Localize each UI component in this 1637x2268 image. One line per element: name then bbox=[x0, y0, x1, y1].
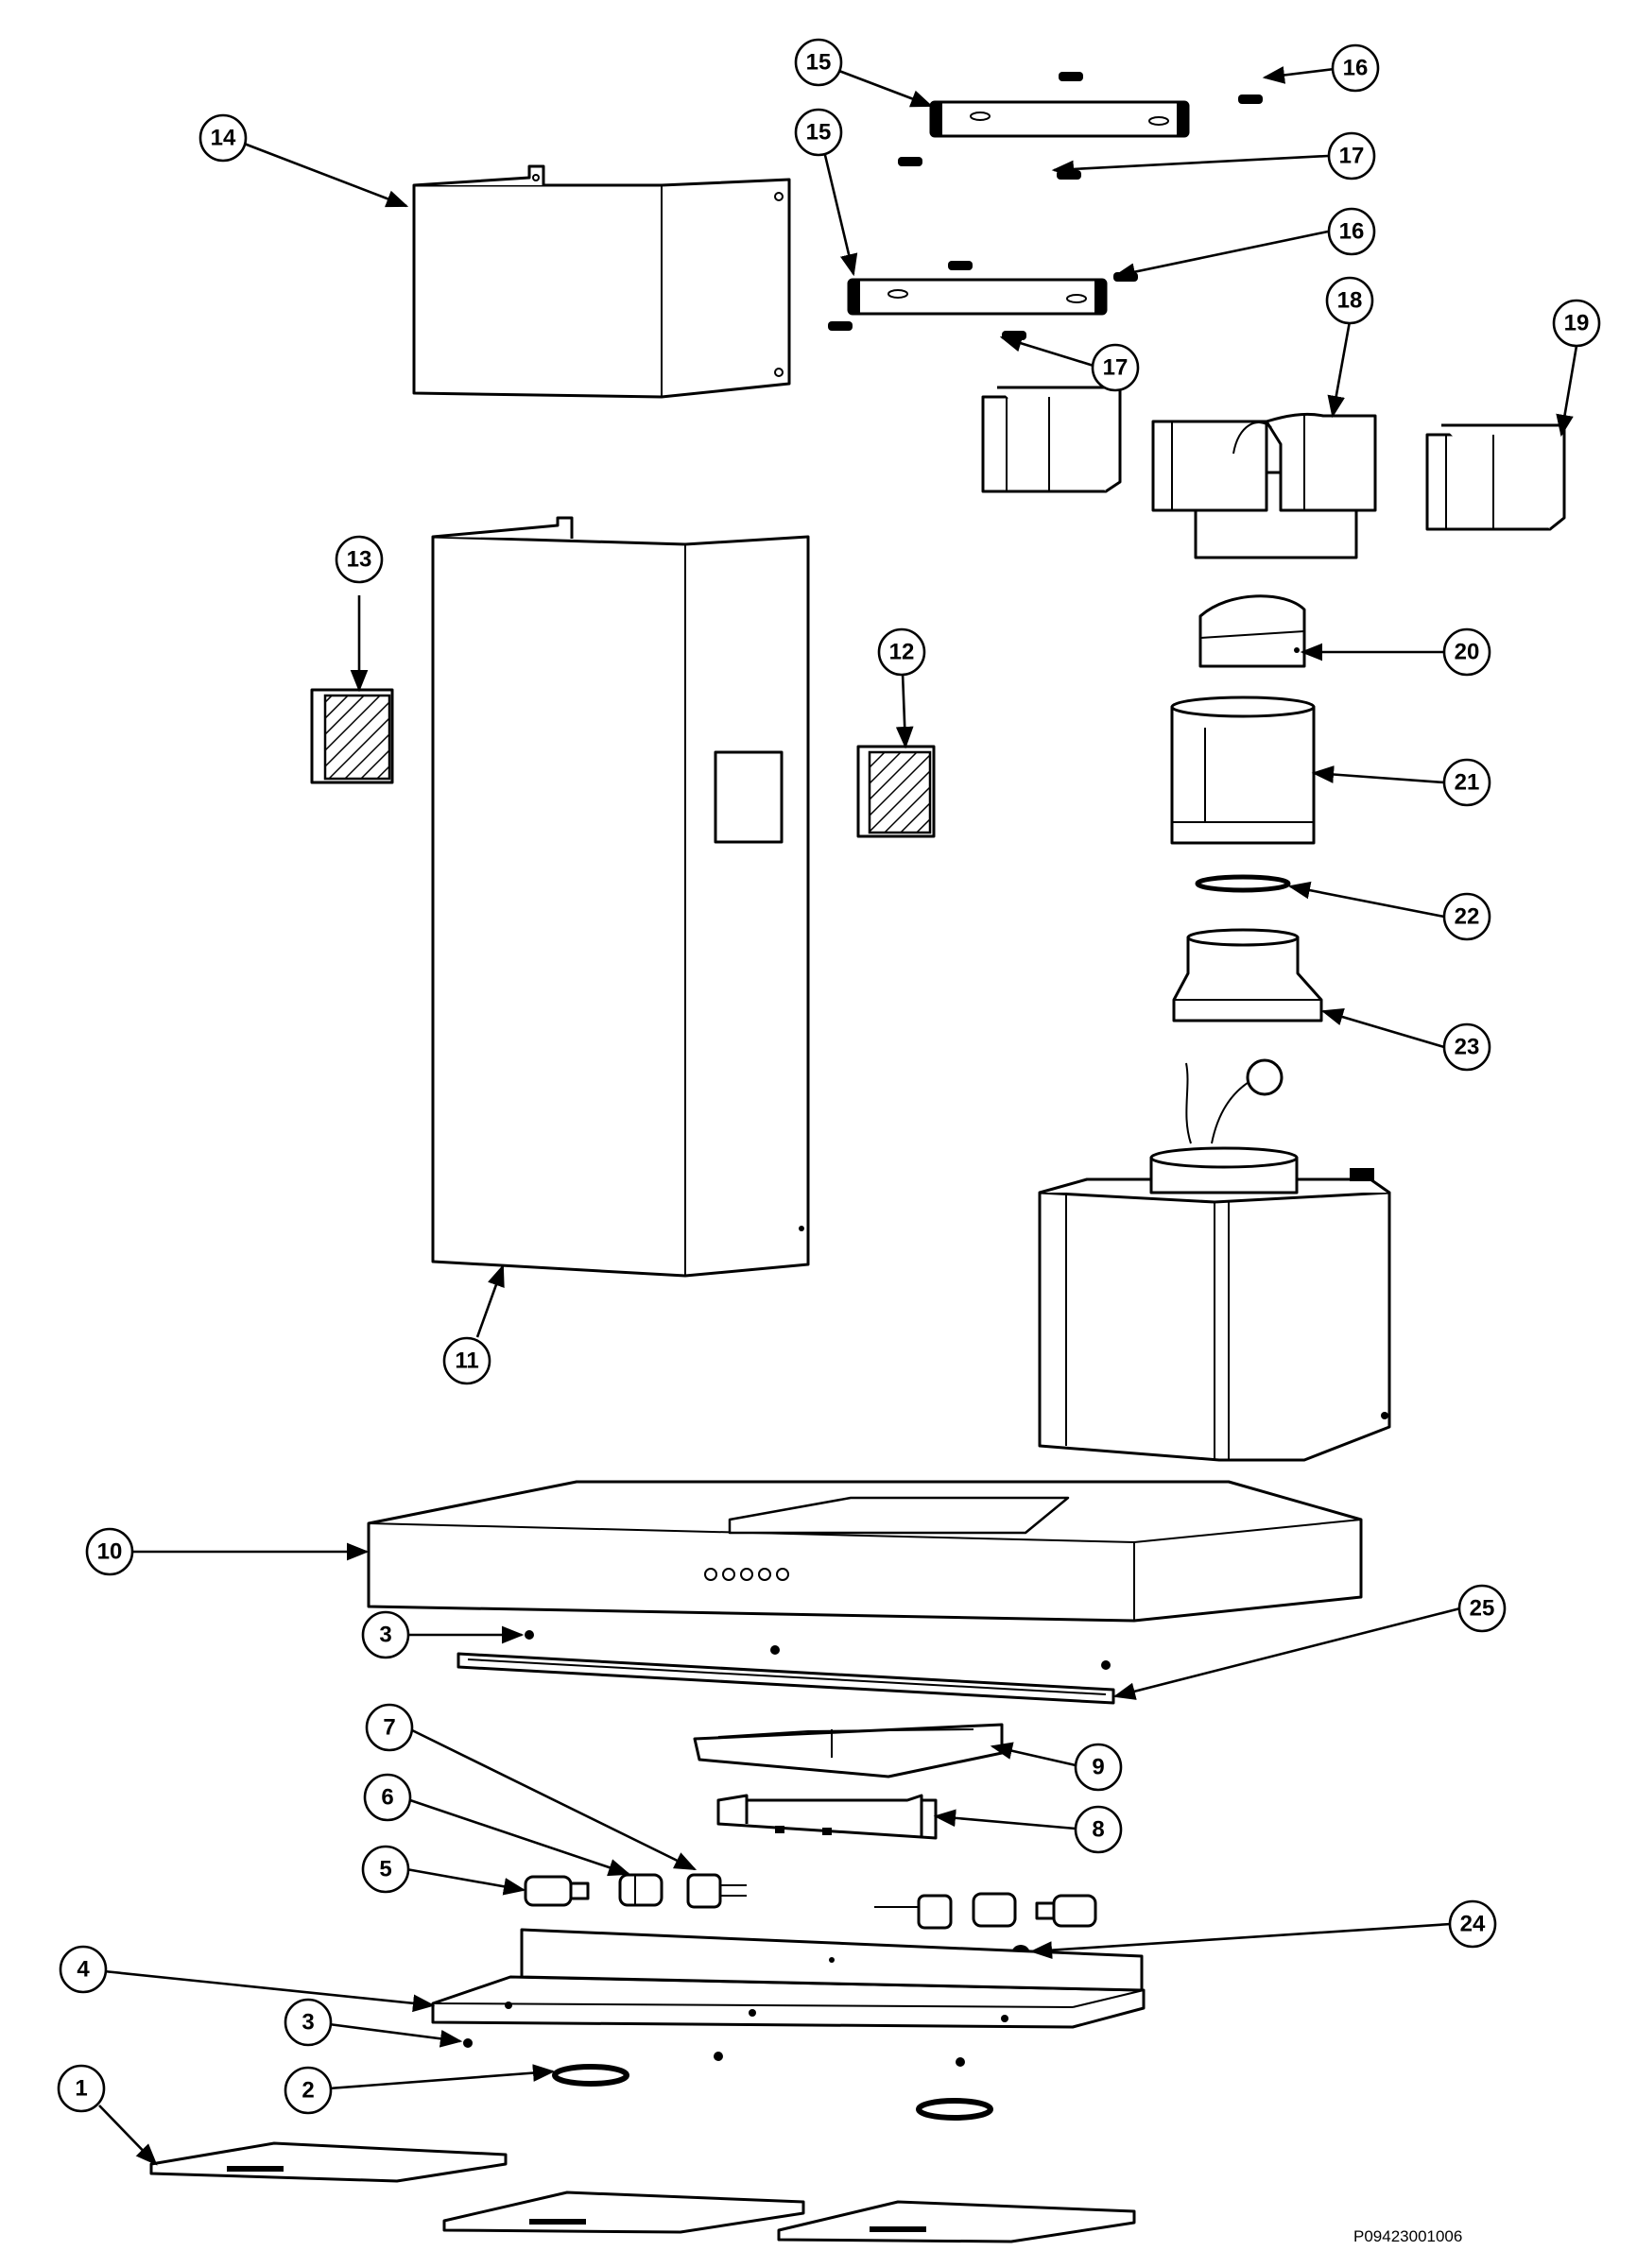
callout-2-label: 2 bbox=[302, 2078, 314, 2104]
callout-7-label: 7 bbox=[383, 1715, 395, 1741]
callout-14-label: 14 bbox=[211, 126, 236, 151]
callout-4-label: 4 bbox=[77, 1957, 90, 1983]
callout-11-label: 11 bbox=[455, 1349, 478, 1374]
callout-12: 12 bbox=[877, 627, 926, 677]
callout-10-label: 10 bbox=[97, 1539, 123, 1565]
hood-base-frame bbox=[431, 1928, 1146, 2029]
callout-1: 1 bbox=[57, 2064, 106, 2113]
callout-16a: 16 bbox=[1331, 43, 1380, 93]
grease-filter-middle bbox=[442, 2191, 805, 2234]
callout-2: 2 bbox=[284, 2066, 333, 2115]
grease-filter-left bbox=[149, 2141, 508, 2183]
callout-15a: 15 bbox=[794, 38, 843, 87]
flat-duct-connector-left bbox=[981, 386, 1122, 493]
callout-21-label: 21 bbox=[1455, 770, 1480, 796]
callout-13: 13 bbox=[335, 535, 384, 584]
callout-18: 18 bbox=[1325, 276, 1374, 325]
callout-5: 5 bbox=[361, 1845, 410, 1894]
callout-3b: 3 bbox=[284, 1998, 333, 2047]
carbon-filter-pad-right bbox=[856, 745, 936, 838]
callout-17-label: 17 bbox=[1339, 144, 1365, 169]
callout-15b: 15 bbox=[794, 108, 843, 157]
leader-lines bbox=[98, 66, 1578, 2166]
callout-6-label: 6 bbox=[381, 1785, 393, 1811]
seal-ring bbox=[1195, 874, 1291, 893]
callout-23-label: 23 bbox=[1455, 1035, 1480, 1060]
chimney-bracket-upper bbox=[929, 100, 1190, 138]
callout-5-label: 5 bbox=[379, 1857, 391, 1882]
control-switch-bracket bbox=[716, 1794, 938, 1840]
lower-chimney-cover bbox=[431, 516, 810, 1278]
callout-11: 11 bbox=[442, 1336, 491, 1385]
callout-21: 21 bbox=[1442, 758, 1491, 807]
callout-22-label: 22 bbox=[1455, 904, 1480, 930]
carbon-filter-pad-left bbox=[310, 688, 394, 784]
callout-12-label: 12 bbox=[889, 640, 915, 665]
duct-elbow-connector bbox=[1151, 412, 1377, 559]
callout-20: 20 bbox=[1442, 627, 1491, 677]
callout-24: 24 bbox=[1448, 1899, 1497, 1949]
callout-17b: 17 bbox=[1091, 343, 1140, 392]
lamp-socket bbox=[686, 1873, 747, 1909]
control-buttons bbox=[704, 1568, 789, 1581]
callout-6: 6 bbox=[363, 1773, 412, 1822]
callout-9: 9 bbox=[1074, 1743, 1123, 1792]
callout-3a: 3 bbox=[361, 1610, 410, 1659]
lamp-holder bbox=[618, 1873, 663, 1907]
lamp-assembly-right bbox=[874, 1892, 1097, 1930]
grease-filter-clips bbox=[552, 2064, 993, 2121]
chimney-bracket-lower bbox=[847, 278, 1108, 316]
duct-collar bbox=[1170, 696, 1316, 845]
callout-16b: 16 bbox=[1327, 207, 1376, 256]
callout-14: 14 bbox=[198, 113, 248, 163]
backdraft-flap bbox=[1198, 594, 1306, 668]
callout-1-label: 1 bbox=[75, 2076, 87, 2102]
callout-3-label: 3 bbox=[302, 2010, 314, 2036]
callout-23: 23 bbox=[1442, 1022, 1491, 1072]
upper-chimney-cover bbox=[412, 164, 791, 399]
light-panel bbox=[693, 1723, 1004, 1778]
callout-16-label: 16 bbox=[1343, 56, 1369, 81]
callout-15-label: 15 bbox=[806, 120, 832, 146]
callout-7: 7 bbox=[365, 1703, 414, 1752]
reducer-adapter bbox=[1172, 928, 1323, 1022]
callout-16-label: 16 bbox=[1339, 219, 1365, 245]
drawing-code: P09423001006 bbox=[1353, 2227, 1462, 2245]
flat-duct-connector-right bbox=[1425, 423, 1566, 531]
callout-19-label: 19 bbox=[1564, 311, 1590, 336]
callout-19: 19 bbox=[1552, 299, 1601, 348]
lamp-tube bbox=[524, 1875, 590, 1907]
callout-18-label: 18 bbox=[1337, 288, 1363, 314]
callout-8: 8 bbox=[1074, 1805, 1123, 1854]
callout-22: 22 bbox=[1442, 892, 1491, 941]
motor-housing bbox=[1038, 1058, 1391, 1462]
callout-17a: 17 bbox=[1327, 131, 1376, 180]
callout-10: 10 bbox=[85, 1527, 134, 1576]
callout-8-label: 8 bbox=[1092, 1817, 1104, 1843]
callout-13-label: 13 bbox=[347, 547, 372, 573]
front-trim-rail bbox=[457, 1652, 1115, 1705]
callout-25: 25 bbox=[1457, 1584, 1507, 1633]
small-screws bbox=[463, 1630, 1111, 2067]
grease-filter-right bbox=[777, 2200, 1136, 2243]
callout-24-label: 24 bbox=[1460, 1912, 1486, 1937]
callout-15-label: 15 bbox=[806, 50, 832, 76]
callout-3-label: 3 bbox=[379, 1623, 391, 1648]
callout-9-label: 9 bbox=[1092, 1755, 1104, 1780]
hood-canopy bbox=[367, 1480, 1363, 1623]
callout-25-label: 25 bbox=[1470, 1596, 1495, 1622]
callout-17-label: 17 bbox=[1103, 355, 1129, 381]
callout-20-label: 20 bbox=[1455, 640, 1480, 665]
callout-4: 4 bbox=[59, 1945, 108, 1994]
